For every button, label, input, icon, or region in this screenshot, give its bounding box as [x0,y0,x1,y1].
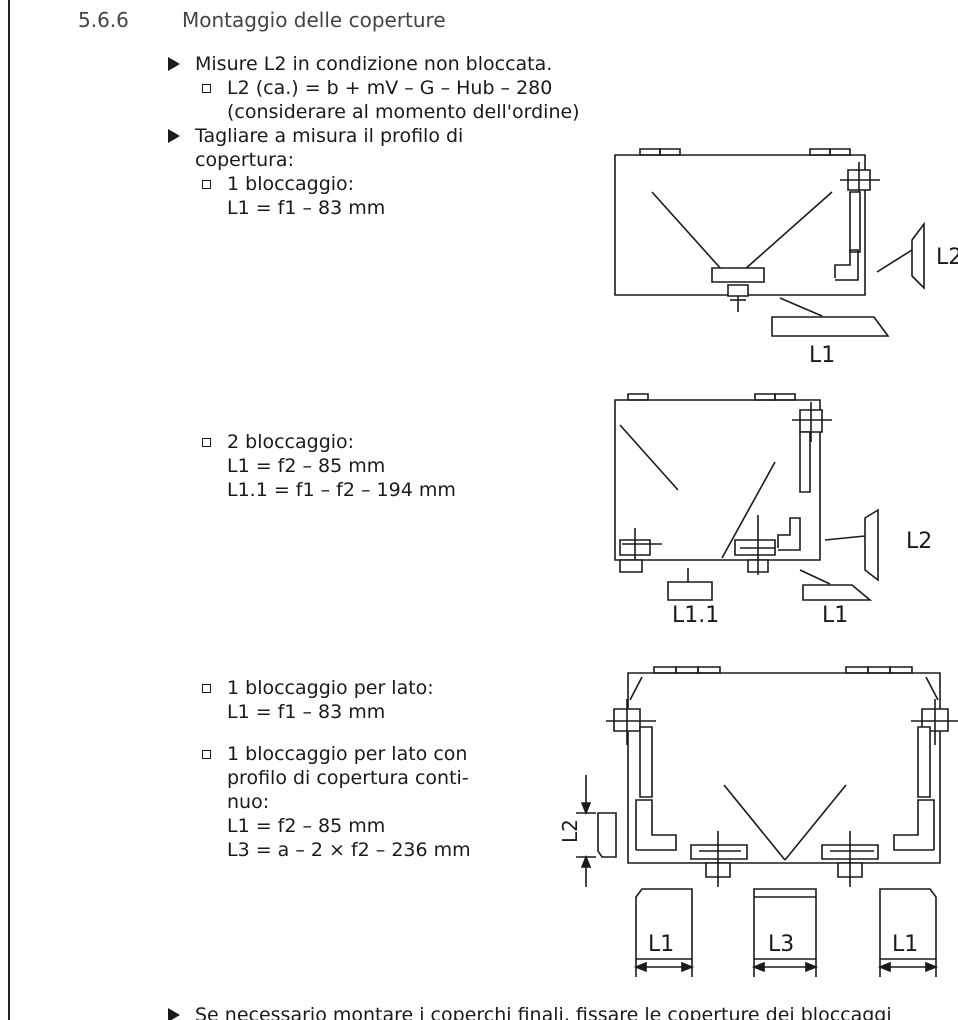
sub-bullet-icon [202,84,211,93]
section-title: Montaggio delle coperture [182,8,446,32]
figure-2-label-l11: L1.1 [672,603,719,628]
continuous-cover-formula-l3: L3 = a – 2 × f2 – 236 mm [227,839,471,861]
continuous-cover-formula-l1: L1 = f2 – 85 mm [227,815,386,837]
clamp-per-side-formula: L1 = f1 – 83 mm [227,701,386,723]
figure-3-label-l3: L3 [768,932,794,957]
figure-3-label-l1-left: L1 [648,932,674,957]
figure-double-clamp: L2 L1.1 L1 [600,390,932,628]
continuous-cover-line-3: nuo: [227,791,270,813]
step-3-text: Se necessario montare i coperchi finali,… [195,1004,892,1020]
double-clamp-formula-l11: L1.1 = f1 – f2 – 194 mm [227,479,456,501]
figure-1-label-l1: L1 [809,343,835,368]
double-clamp-formula-l1: L1 = f2 – 85 mm [227,455,386,477]
continuous-cover-line-1: 1 bloccaggio per lato con [227,743,468,765]
step-2-line-1: Tagliare a misura il profilo di [195,125,464,147]
figure-3-label-l2: L2 [558,819,582,843]
continuous-cover-line-2: profilo di copertura conti- [227,767,469,789]
single-clamp-label: 1 bloccaggio: [227,173,355,195]
figure-2-label-l2: L2 [906,529,932,554]
step-1-formula: L2 (ca.) = b + mV – G – Hub – 280 [227,77,553,99]
step-1-text: Misure L2 in condizione non bloccata. [195,53,553,75]
single-clamp-formula: L1 = f1 – 83 mm [227,197,386,219]
sub-bullet-icon [202,684,211,693]
figure-clamp-per-side-continuous: L2 L1 L3 L1 [558,655,958,980]
sub-bullet-icon [202,180,211,189]
sub-bullet-icon [202,750,211,759]
step-bullet-icon [168,1008,180,1020]
figure-3-label-l1-right: L1 [892,932,918,957]
section-number: 5.6.6 [78,8,129,32]
step-2-line-2: copertura: [195,149,294,171]
figure-1-label-l2: L2 [936,245,958,270]
figure-2-label-l1: L1 [822,603,848,628]
clamp-per-side-label: 1 bloccaggio per lato: [227,677,434,699]
step-bullet-icon [168,57,180,71]
step-bullet-icon [168,129,180,143]
sub-bullet-icon [202,438,211,447]
double-clamp-label: 2 bloccaggio: [227,431,355,453]
step-1-note: (considerare al momento dell'ordine) [227,101,580,123]
margin-rule [8,0,10,1020]
figure-single-clamp: L2 L1 [600,140,958,368]
